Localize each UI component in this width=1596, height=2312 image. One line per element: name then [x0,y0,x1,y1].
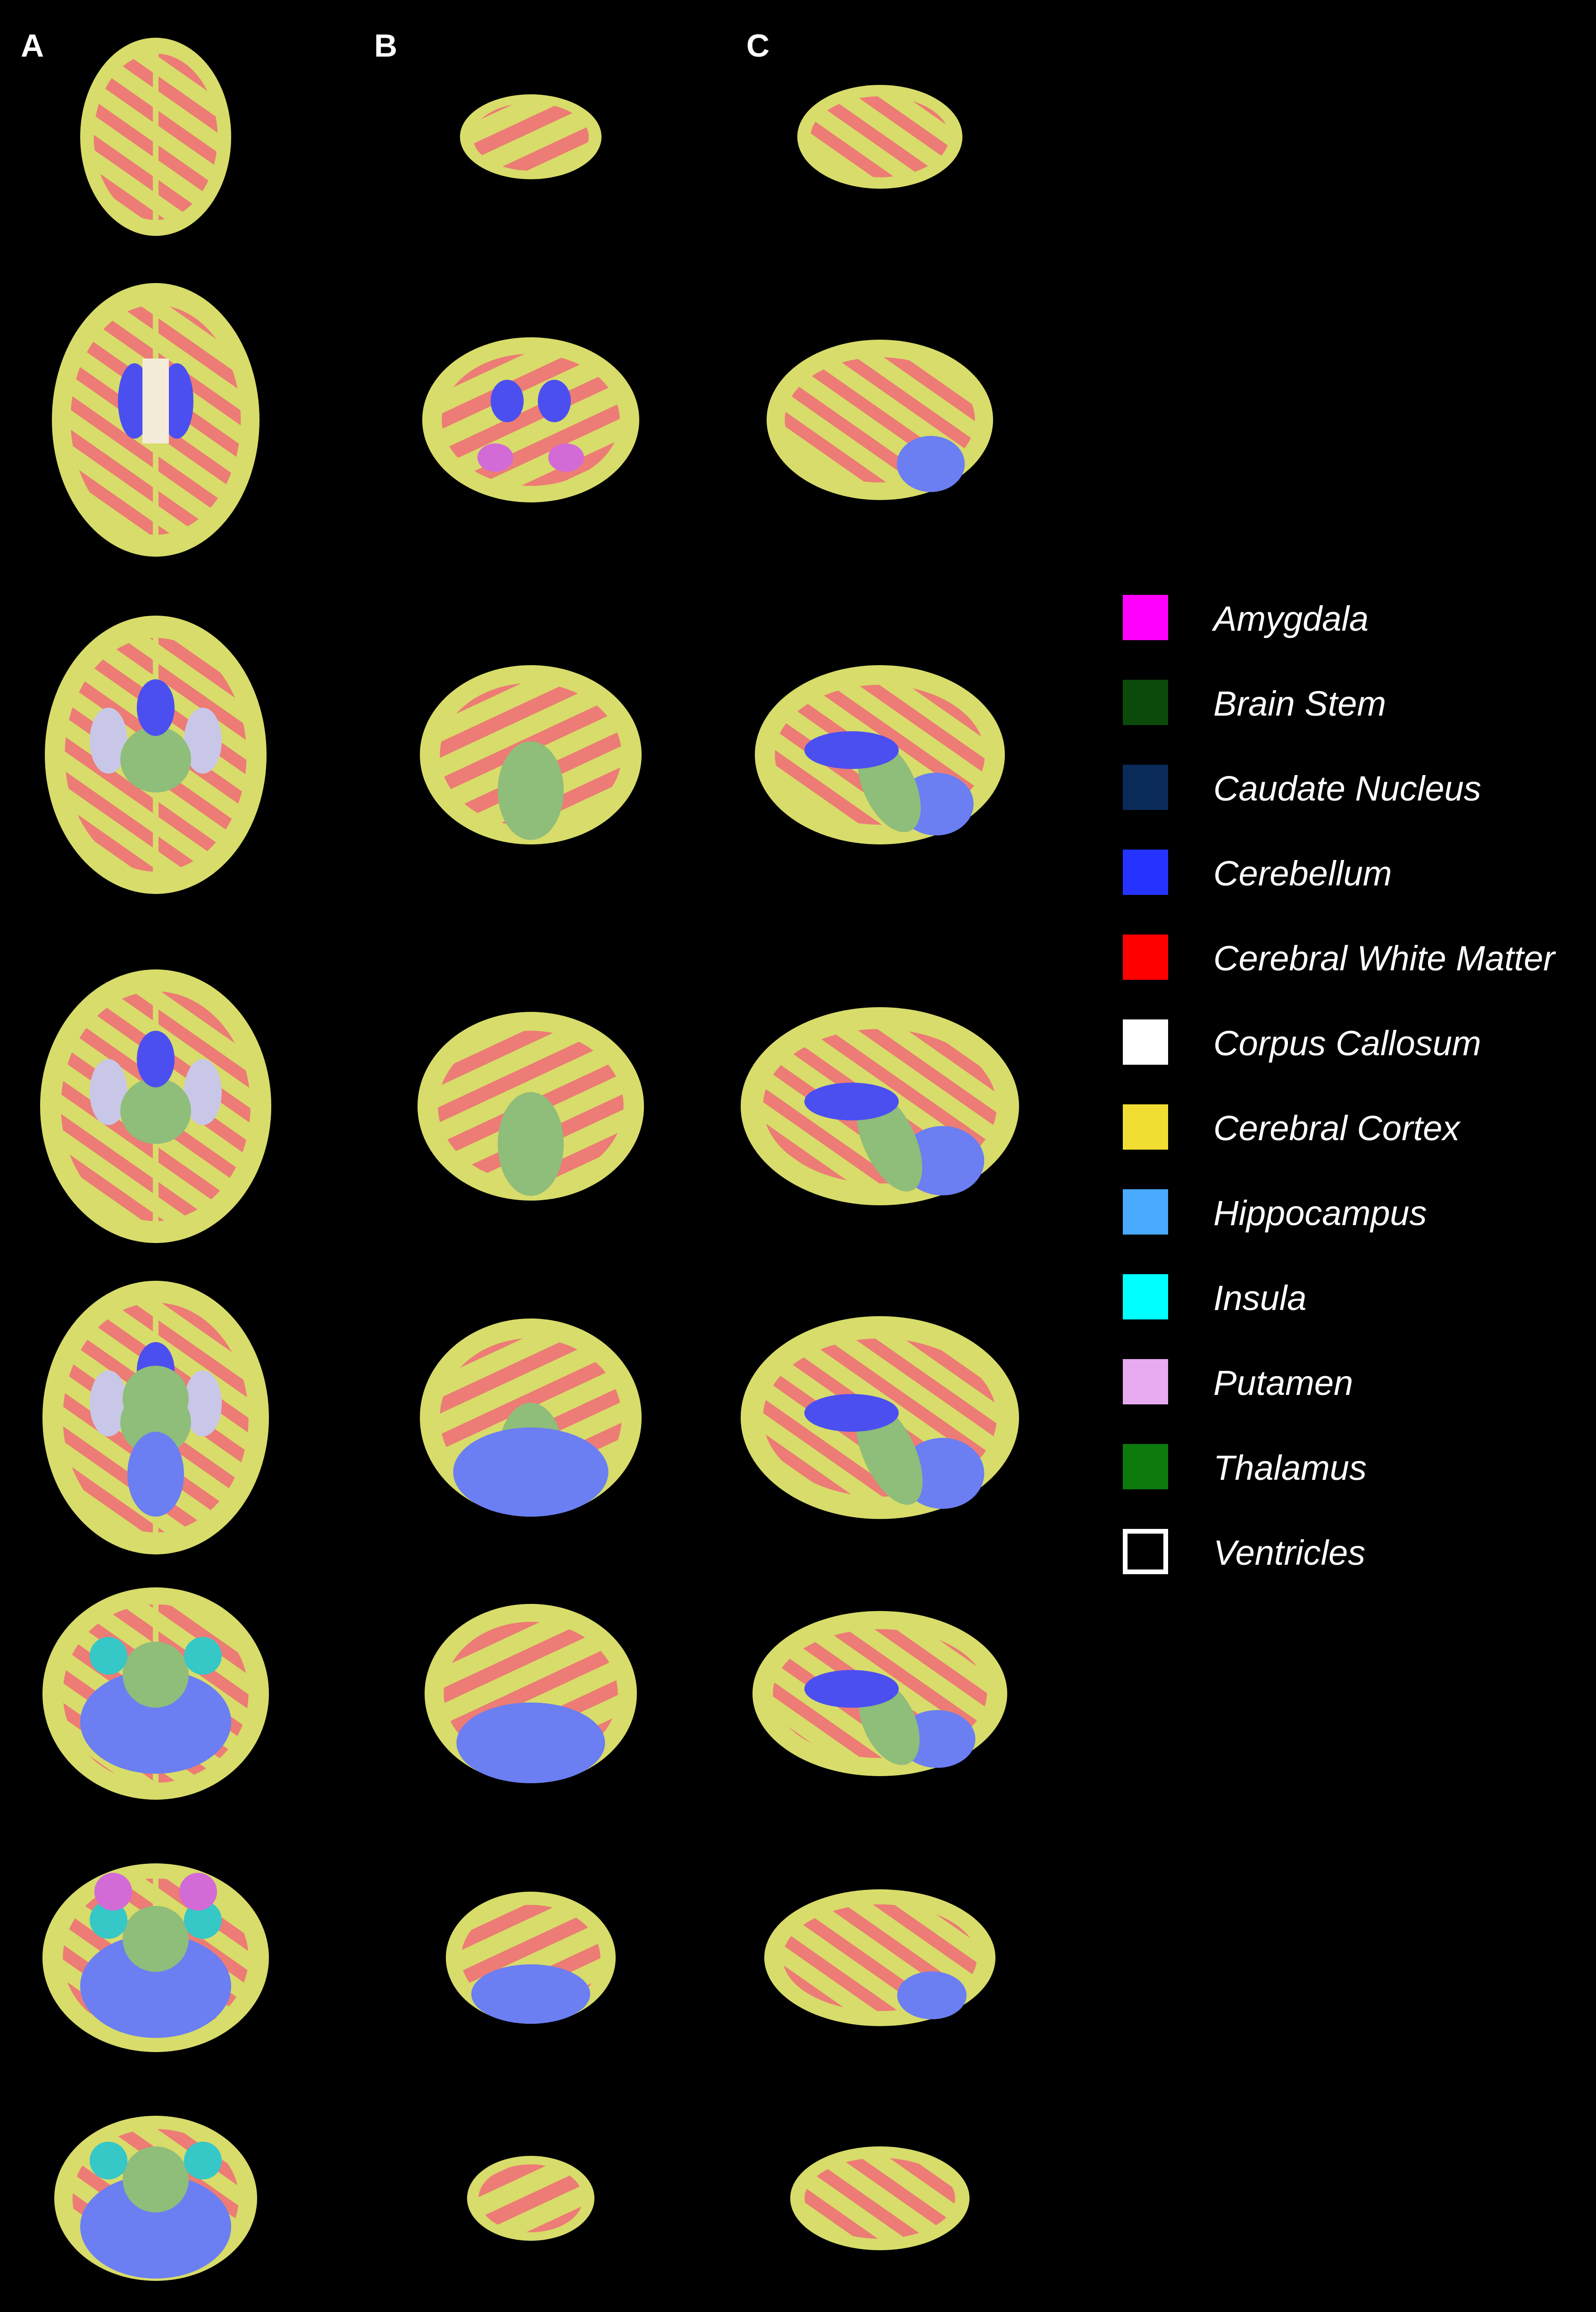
legend-item-ventricles: Ventricles [1119,1526,1591,1578]
legend-label: Amygdala [1213,599,1369,638]
axial-slice [80,38,231,236]
coronal-slice [467,2156,594,2241]
coronal-slice [420,665,642,844]
legend-item-insula: Insula [1119,1271,1591,1323]
legend-swatch [1123,680,1168,725]
coronal-slice [418,1012,644,1201]
panel-label-c: C [746,28,770,64]
coronal-slice [425,1604,637,1783]
legend-item-brain-stem: Brain Stem [1119,677,1591,729]
coronal-slice [420,1319,642,1517]
sagittal-slice [752,1611,1007,1776]
legend-label: Cerebral Cortex [1213,1109,1460,1148]
legend-swatch [1123,1444,1168,1489]
legend-swatch [1123,1189,1168,1235]
legend-label: Caudate Nucleus [1213,769,1481,808]
panel-label-b: B [374,28,398,64]
axial-slice [54,2116,257,2281]
legend-item-cerebral-cortex: Cerebral Cortex [1119,1102,1591,1153]
legend-label: Cerebral White Matter [1213,939,1555,978]
legend-label: Thalamus [1213,1448,1367,1487]
axial-slices-column [40,38,271,2281]
legend-label: Brain Stem [1213,684,1387,723]
legend-label: Corpus Callosum [1213,1024,1481,1063]
legend-item-putamen: Putamen [1119,1356,1591,1408]
legend-swatch [1123,1529,1168,1574]
legend-swatch [1123,1359,1168,1404]
legend-item-cerebellum: Cerebellum [1119,847,1591,899]
coronal-slices-column [418,94,644,2241]
legend-swatch [1123,1104,1168,1150]
axial-slice [40,969,271,1243]
axial-slice [42,1863,269,2052]
legend-item-hippocampus: Hippocampus [1119,1186,1591,1238]
sagittal-slices-column [741,85,1019,2250]
legend-swatch [1123,935,1168,980]
sagittal-slice [790,2146,969,2250]
legend-label: Insula [1213,1278,1307,1318]
legend-label: Ventricles [1213,1533,1366,1572]
panel-label-a: A [21,28,44,64]
coronal-slice [446,1892,616,2024]
coronal-slice [422,337,639,502]
legend-item-amygdala: Amygdala [1119,592,1591,644]
legend-item-cerebral-white-matter: Cerebral White Matter [1119,932,1591,984]
legend-label: Putamen [1213,1363,1354,1402]
legend-item-caudate-nucleus: Caudate Nucleus [1119,762,1591,814]
axial-slice [42,1587,269,1800]
axial-slice [42,1281,269,1554]
legend-label: Hippocampus [1213,1194,1427,1233]
sagittal-slice [767,340,993,500]
sagittal-slice [797,85,962,189]
legend-item-thalamus: Thalamus [1119,1441,1591,1493]
coronal-slice [460,94,602,179]
legend-swatch [1123,1019,1168,1065]
legend-swatch [1123,1274,1168,1319]
axial-slice [52,283,259,557]
legend-swatch [1123,595,1168,640]
sagittal-slice [764,1889,995,2026]
sagittal-slice [755,665,1005,844]
legend-swatch [1123,765,1168,810]
axial-slice [45,616,267,894]
legend-item-corpus-callosum: Corpus Callosum [1119,1017,1591,1068]
legend-label: Cerebellum [1213,854,1392,893]
sagittal-slice [741,1007,1019,1205]
legend-swatch [1123,850,1168,895]
sagittal-slice [741,1316,1019,1519]
